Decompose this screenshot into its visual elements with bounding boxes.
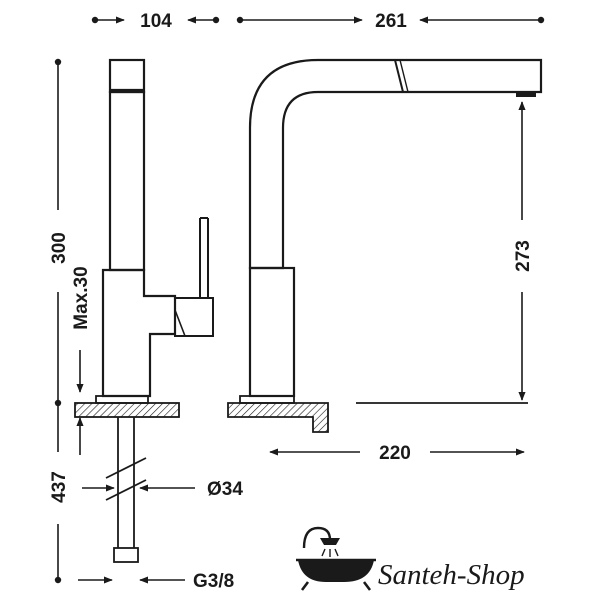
dimension-261-line — [236, 16, 545, 24]
countertop-left — [74, 395, 180, 418]
dimension-d34-label: Ø34 — [207, 479, 243, 500]
logo-text: Santeh-Shop — [378, 559, 525, 591]
hose-connector — [113, 547, 139, 563]
dimension-max30-label: Max.30 — [71, 266, 92, 329]
faucet-front-view — [248, 58, 543, 398]
dimension-437-label: 437 — [49, 471, 70, 503]
lever-handle — [174, 217, 214, 337]
dimension-104-line — [91, 16, 220, 24]
bathtub-shower-icon — [296, 526, 376, 591]
dimension-261-label: 261 — [375, 11, 407, 32]
dimension-437-line — [54, 403, 62, 584]
supply-hoses — [105, 417, 147, 563]
dimension-300-label: 300 — [49, 232, 70, 264]
dimension-g38-label: G3/8 — [193, 571, 234, 592]
dimension-273-label: 273 — [513, 240, 534, 272]
faucet-side-view — [101, 58, 214, 398]
santeh-shop-logo: Santeh-Shop — [296, 526, 525, 591]
dimension-220-label: 220 — [379, 443, 411, 464]
countertop-right — [227, 395, 329, 433]
dimension-104-label: 104 — [140, 11, 172, 32]
